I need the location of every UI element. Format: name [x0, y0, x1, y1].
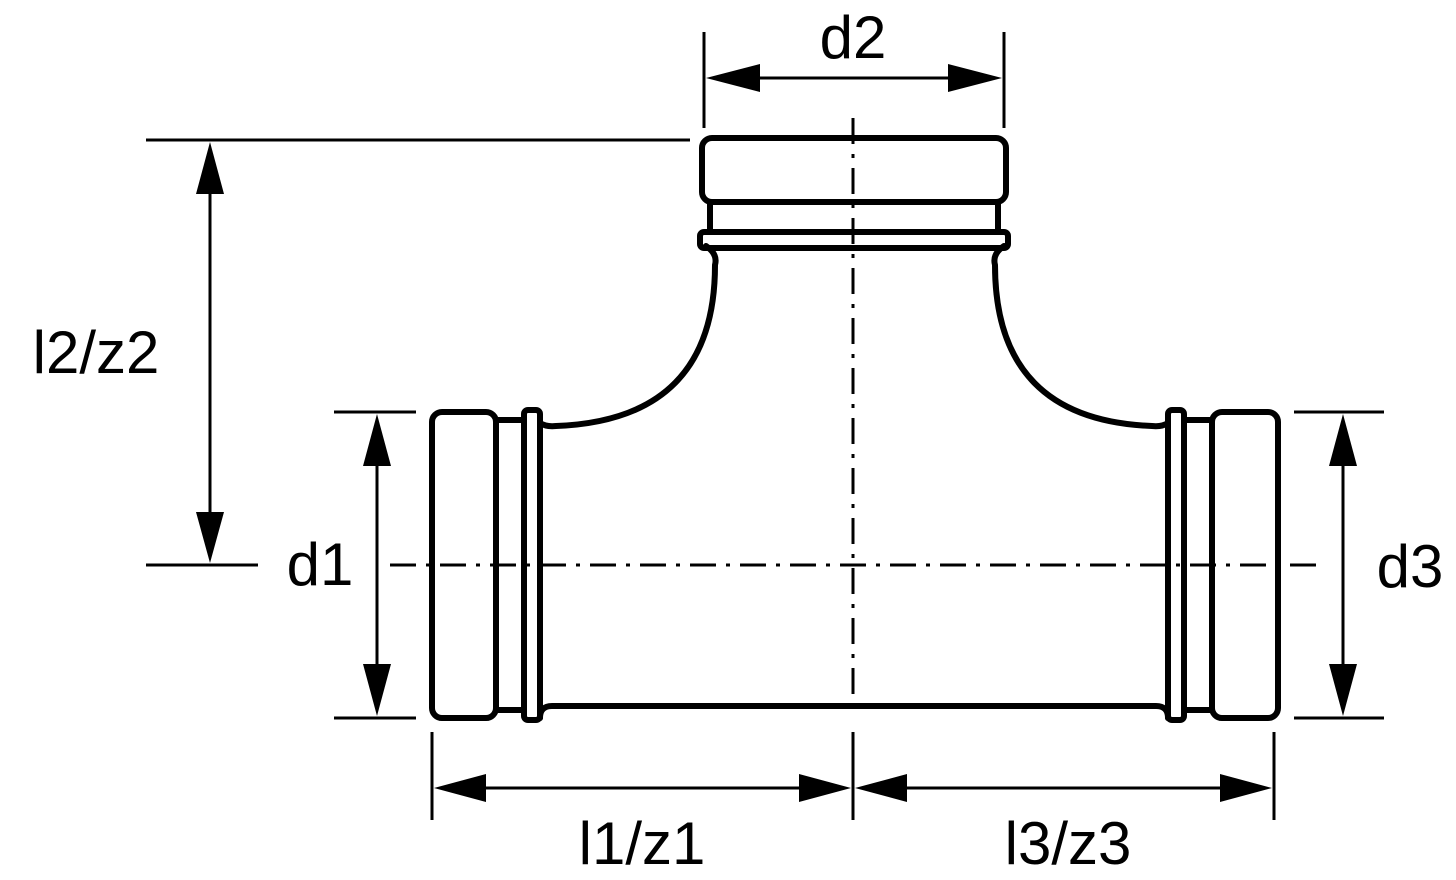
- dimension-l2z2: [196, 142, 224, 563]
- right-socket: [1165, 407, 1281, 723]
- top-socket: [697, 135, 1011, 251]
- left-socket: [429, 407, 543, 723]
- right-shoulder-curve: [991, 243, 1171, 430]
- dimension-l3z3: [855, 774, 1272, 802]
- dimension-d1: [363, 414, 391, 716]
- bottom-wall: [537, 703, 1171, 721]
- right-socket-bead: [1165, 407, 1187, 723]
- extension-lines: [146, 32, 1384, 820]
- d3-arrow-bottom: [1329, 664, 1357, 716]
- l1z1-arrow-left: [434, 774, 486, 802]
- label-d3: d3: [1377, 533, 1444, 600]
- label-l1z1: l1/z1: [579, 810, 706, 877]
- label-l2z2: l2/z2: [33, 319, 160, 386]
- d2-arrow-right: [948, 64, 1002, 92]
- dimension-l1z1: [434, 774, 851, 802]
- left-shoulder-curve: [537, 243, 719, 430]
- d1-arrow-top: [363, 414, 391, 466]
- l2z2-arrow-bottom: [196, 512, 224, 563]
- label-l3z3: l3/z3: [1005, 810, 1132, 877]
- dimension-d3: [1329, 414, 1357, 716]
- dimension-d2: [706, 64, 1002, 92]
- d2-arrow-left: [706, 64, 760, 92]
- d1-arrow-bottom: [363, 664, 391, 716]
- l3z3-arrow-right: [1220, 774, 1272, 802]
- l2z2-arrow-top: [196, 142, 224, 194]
- top-socket-bead: [697, 229, 1011, 251]
- d3-arrow-top: [1329, 414, 1357, 466]
- left-socket-bead: [521, 407, 543, 723]
- label-d2: d2: [820, 4, 887, 71]
- l3z3-arrow-left: [855, 774, 907, 802]
- l1z1-arrow-right: [799, 774, 851, 802]
- label-d1: d1: [287, 531, 354, 598]
